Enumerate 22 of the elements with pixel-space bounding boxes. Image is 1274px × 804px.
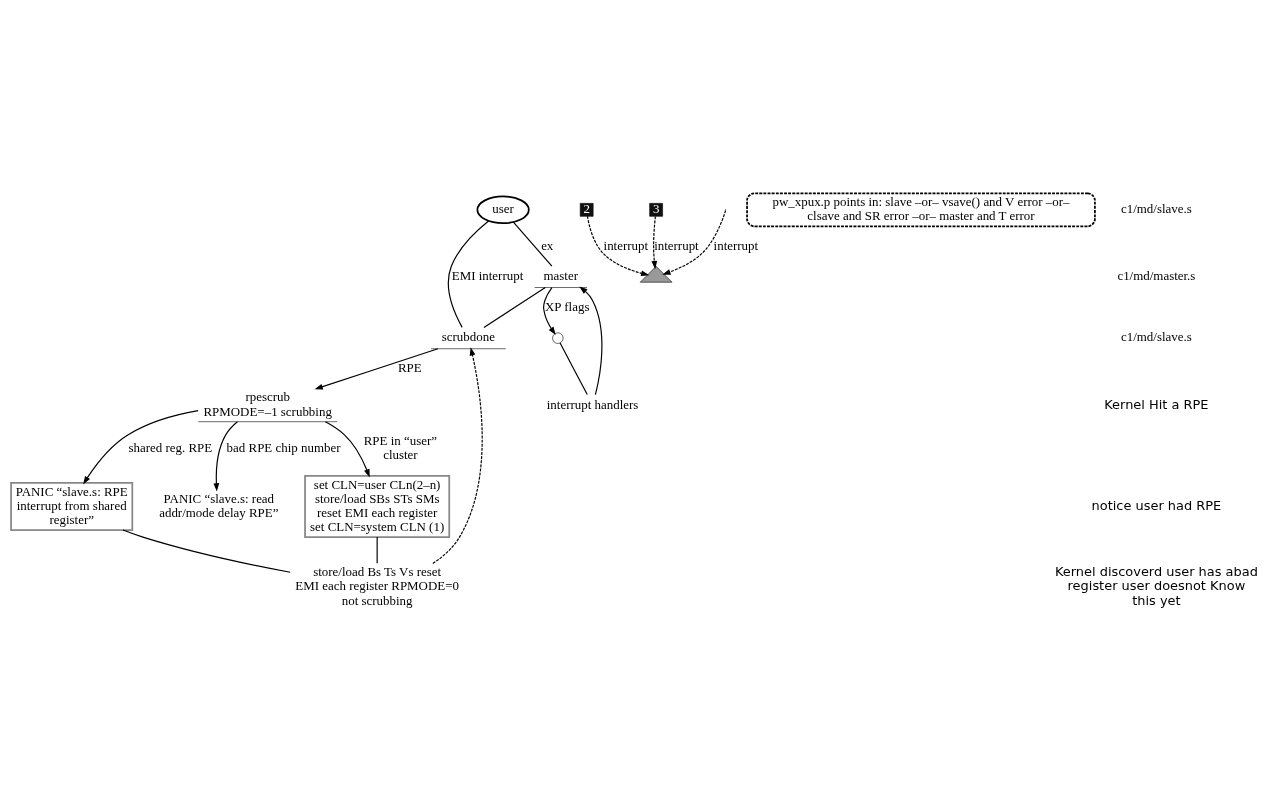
- edge-label: RPE: [397, 360, 422, 376]
- label: notice user had RPE: [1091, 497, 1222, 513]
- node-text: scrubdone: [441, 329, 495, 345]
- label: c1/md/master.s: [1117, 268, 1196, 284]
- edge-label: RPE in “user” cluster: [363, 433, 438, 463]
- label: c1/md/slave.s: [1121, 201, 1192, 217]
- edge-label: shared reg. RPE: [128, 440, 213, 456]
- node-text: rpescrub RPMODE=–1 scrubbing: [203, 389, 332, 419]
- edge-label: interrupt: [713, 237, 759, 253]
- edge-label: XP flags: [545, 298, 590, 314]
- edge-label: ex: [541, 237, 554, 253]
- node-text: PANIC “slave.s: read addr/mode delay RPE”: [159, 490, 279, 520]
- node-text: store/load Bs Ts Vs reset EMI each register RPMODE=0 not scrubbing: [295, 564, 459, 608]
- node-text: interrupt handlers: [546, 396, 639, 412]
- edge-label: EMI interrupt: [451, 268, 524, 284]
- edge-label: interrupt: [603, 237, 649, 253]
- edge-label: interrupt: [654, 237, 699, 253]
- label: c1/md/slave.s: [1121, 329, 1192, 345]
- node-text: master: [543, 268, 579, 284]
- label: Kernel discoverd user has abad register user doesnot Know this yet: [1054, 564, 1258, 608]
- label: Kernel Hit a RPE: [1104, 396, 1209, 412]
- edge-label: bad RPE chip number: [226, 440, 341, 456]
